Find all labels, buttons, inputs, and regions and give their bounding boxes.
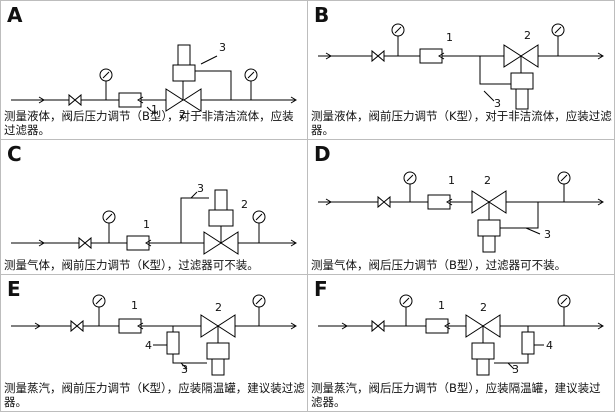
leader-1	[146, 106, 152, 112]
label-2: 2	[179, 108, 186, 121]
panel-letter: A	[7, 3, 23, 27]
filter	[427, 194, 451, 210]
piping-schematic: 1 2 3	[318, 171, 604, 253]
impulse-line	[479, 56, 511, 85]
shutoff-valve	[371, 49, 385, 63]
label-3: 3	[494, 97, 501, 110]
actuator	[206, 342, 230, 360]
label-3: 3	[512, 363, 519, 376]
inlet-arrow	[318, 52, 332, 60]
regulator-valve	[165, 88, 202, 112]
panel-d: D 1 2 3 测量气体，阀后压力调节（B型），过滤器可不装。	[307, 139, 615, 275]
label-2: 2	[215, 301, 222, 314]
piping-schematic: 1 2 3 4	[318, 294, 604, 376]
actuator	[471, 342, 495, 360]
actuator	[208, 209, 234, 227]
panel-b: B 1 2 3 测量液体，阀前压力调节（K型），对于非洁流体，应装过滤器。	[307, 0, 615, 140]
caption: 测量液体，阀前压力调节（K型），对于非洁流体，应装过滤器。	[311, 109, 612, 137]
label-3: 3	[219, 41, 226, 54]
panel-f: F 1 2 3 4 测量蒸汽，	[307, 274, 615, 412]
filter	[118, 318, 142, 334]
caption: 测量蒸汽，阀后压力调节（B型），应装隔温罐，建议装过滤器。	[311, 381, 601, 409]
impulse-line	[180, 197, 209, 243]
label-1: 1	[131, 299, 138, 312]
panel-letter: B	[314, 3, 330, 27]
filter	[118, 92, 142, 108]
label-2: 2	[480, 301, 487, 314]
label-3: 3	[544, 228, 551, 241]
label-1: 1	[448, 174, 455, 187]
piping-schematic: 1 2 3	[11, 41, 297, 121]
label-1: 1	[446, 31, 453, 44]
actuator	[510, 72, 534, 90]
panel-letter: C	[7, 142, 22, 166]
caption: 测量蒸汽，阀前压力调节（K型），应装隔温罐，建议装过滤器。	[4, 381, 305, 409]
panel-letter: D	[314, 142, 331, 166]
impulse-line	[195, 70, 232, 100]
caption: 测量气体，阀前压力调节（K型），过滤器可不装。	[4, 258, 259, 272]
label-1: 1	[143, 218, 150, 231]
label-3: 3	[181, 363, 188, 376]
label-2: 2	[524, 29, 531, 42]
shutoff-valve	[377, 195, 391, 209]
condensate-pot	[521, 331, 535, 355]
piping-schematic: 1 2 3	[318, 23, 604, 110]
inlet-arrow	[31, 96, 45, 104]
caption: 测量液体，阀后压力调节（B型），对于非清洁流体，应装过滤器。	[4, 109, 294, 137]
label-2: 2	[241, 198, 248, 211]
panel-c: C 1 2 3 测量气体，阀前压力调节（K型），过滤器可不装。	[0, 139, 308, 275]
filter	[126, 235, 150, 251]
piping-schematic: 1 2 3 4	[11, 294, 297, 376]
actuator	[477, 219, 501, 237]
label-1: 1	[438, 299, 445, 312]
label-2: 2	[484, 174, 491, 187]
shutoff-valve	[371, 319, 385, 333]
caption: 测量气体，阀后压力调节（B型），过滤器可不装。	[311, 258, 567, 272]
impulse-line	[500, 202, 539, 229]
actuator	[172, 64, 196, 82]
shutoff-valve	[68, 93, 82, 107]
filter	[425, 318, 449, 334]
shutoff-valve	[70, 319, 84, 333]
filter	[419, 48, 443, 64]
condensate-pot	[166, 331, 180, 355]
actuator-top	[177, 44, 191, 66]
panel-e: E 1 2 3 4 测量蒸汽，	[0, 274, 308, 412]
shutoff-valve	[78, 236, 92, 250]
label-1: 1	[151, 103, 158, 116]
leader-3	[200, 55, 218, 65]
filter-symbol	[137, 96, 144, 104]
panel-letter: E	[7, 277, 21, 301]
piping-schematic: 1 2 3	[11, 182, 297, 255]
panel-letter: F	[314, 277, 328, 301]
label-4: 4	[546, 339, 553, 352]
outlet-arrow	[281, 96, 297, 104]
label-3: 3	[197, 182, 204, 195]
panel-a: A 1 2 3 测量液体，阀后压力调节（B型），对于非清洁流体，应装过	[0, 0, 308, 140]
label-4: 4	[145, 339, 152, 352]
